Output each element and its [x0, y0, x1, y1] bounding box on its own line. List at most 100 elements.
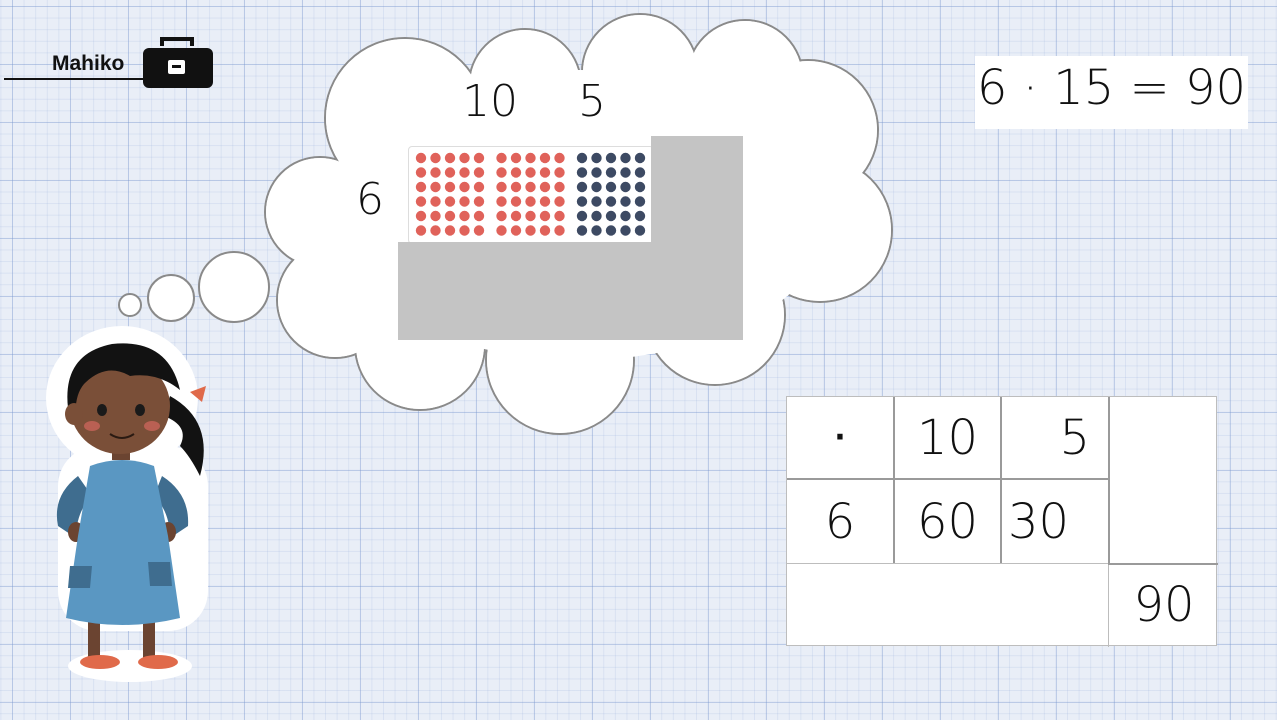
counter-dot [415, 167, 427, 178]
counter-dot [525, 181, 536, 193]
counter-dot [496, 196, 507, 207]
counter-dot [605, 210, 617, 222]
counter-dot [634, 210, 646, 222]
counter-dot [634, 167, 646, 178]
cloud-label-tens: 10 [462, 76, 518, 127]
counter-dot [539, 181, 551, 193]
counter-dot [525, 152, 536, 164]
counter-dot [459, 210, 470, 222]
table-divider [787, 478, 1110, 480]
counter-dot [430, 225, 441, 236]
equation-card: 6 · 15 = 90 [975, 56, 1248, 129]
counter-dot [459, 225, 470, 236]
counter-dot [634, 196, 646, 207]
counter-dot [459, 152, 470, 164]
counter-dot [430, 181, 441, 193]
counter-dot [591, 210, 602, 222]
counter-dot [430, 152, 441, 164]
counter-dot [591, 196, 602, 207]
counter-dot [554, 210, 565, 222]
counter-dot [576, 181, 588, 193]
counter-dot [576, 152, 588, 164]
cover-card-bottom [398, 242, 743, 340]
counter-dot [554, 225, 565, 236]
counter-dot [444, 225, 456, 236]
counter-dot [430, 210, 441, 222]
counter-dot [415, 210, 427, 222]
counter-dot [620, 210, 631, 222]
table-corner-operator: · [834, 420, 846, 455]
counter-dot [444, 152, 456, 164]
counter-dot [605, 181, 617, 193]
table-divider [893, 397, 895, 563]
brand-name: Mahiko [52, 52, 125, 75]
cloud-label-ones: 5 [578, 76, 606, 127]
counter-dot [444, 167, 456, 178]
table-divider [1000, 397, 1002, 563]
table-row-factor: 6 [824, 493, 856, 550]
counter-dot [620, 196, 631, 207]
counter-dot [510, 181, 522, 193]
counter-dot [605, 225, 617, 236]
counter-dot [496, 167, 507, 178]
brand-header: Mahiko [0, 37, 215, 100]
counter-dot [539, 225, 551, 236]
counter-dot [605, 152, 617, 164]
table-header-ones: 5 [1059, 409, 1090, 466]
table-product-ones: 30 [1008, 493, 1070, 550]
counter-dot [473, 181, 485, 193]
counter-dot [591, 225, 602, 236]
counter-dot [605, 196, 617, 207]
dot-grid [415, 152, 646, 236]
counter-dot [525, 210, 536, 222]
counter-dot [525, 196, 536, 207]
brand-underline [4, 78, 144, 80]
counter-dot [496, 225, 507, 236]
counter-dot [554, 196, 565, 207]
counter-dot [444, 181, 456, 193]
counter-dot [510, 196, 522, 207]
table-divider [1108, 563, 1218, 565]
counter-dot [591, 181, 602, 193]
counter-dot [554, 167, 565, 178]
counter-dot [473, 210, 485, 222]
girl-character-illustration [46, 326, 208, 682]
counter-dot [620, 167, 631, 178]
counter-dot [620, 181, 631, 193]
counter-dot [576, 210, 588, 222]
counter-dot [605, 167, 617, 178]
counter-dot [444, 196, 456, 207]
counter-dot [634, 152, 646, 164]
counter-dot [473, 167, 485, 178]
counter-dot [430, 167, 441, 178]
counter-dot [473, 196, 485, 207]
table-divider [1108, 397, 1110, 563]
counter-dot [554, 152, 565, 164]
counter-dot [510, 167, 522, 178]
counter-dot [525, 225, 536, 236]
multiplication-table: · 10 5 6 60 30 90 [786, 396, 1218, 647]
dot-array [408, 146, 654, 244]
counter-dot [620, 152, 631, 164]
table-product-tens: 60 [916, 493, 979, 550]
counter-dot [510, 152, 522, 164]
equation-text: 6 · 15 = 90 [976, 60, 1247, 116]
counter-dot [620, 225, 631, 236]
counter-dot [634, 181, 646, 193]
counter-dot [591, 152, 602, 164]
counter-dot [415, 181, 427, 193]
counter-dot [415, 225, 427, 236]
cloud-label-rows: 6 [356, 174, 384, 225]
counter-dot [496, 210, 507, 222]
table-divider [787, 563, 1218, 564]
counter-dot [554, 181, 565, 193]
counter-dot [473, 152, 485, 164]
toolbox-icon [143, 37, 213, 88]
counter-dot [539, 152, 551, 164]
counter-dot [576, 196, 588, 207]
counter-dot [459, 167, 470, 178]
counter-dot [510, 210, 522, 222]
counter-dot [539, 167, 551, 178]
counter-dot [415, 196, 427, 207]
counter-dot [525, 167, 536, 178]
